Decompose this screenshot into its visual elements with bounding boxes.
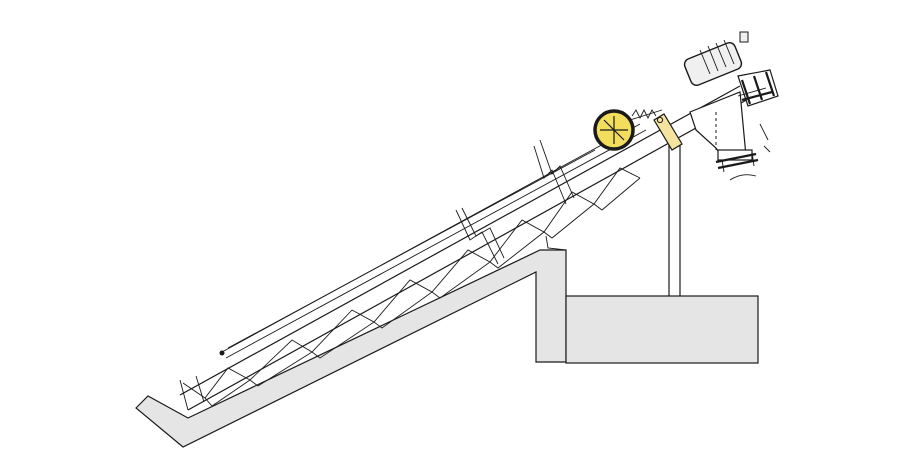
support-post: [668, 140, 681, 296]
screw-flights-lower: [204, 177, 641, 407]
inlet-trough: [135, 249, 567, 448]
base-block: [565, 295, 759, 364]
mount-bracket-icon: [653, 113, 683, 151]
chain-sprocket: [629, 108, 663, 121]
pulley-drive: [737, 69, 779, 107]
screw-flights: [182, 167, 641, 399]
discharge-chute: [689, 91, 771, 181]
conveyor-tube: [179, 85, 751, 411]
inlet-end: [179, 350, 225, 411]
break-marks: [455, 139, 575, 265]
drive-wheel-icon: [593, 109, 635, 151]
electric-motor-icon: [683, 31, 749, 86]
